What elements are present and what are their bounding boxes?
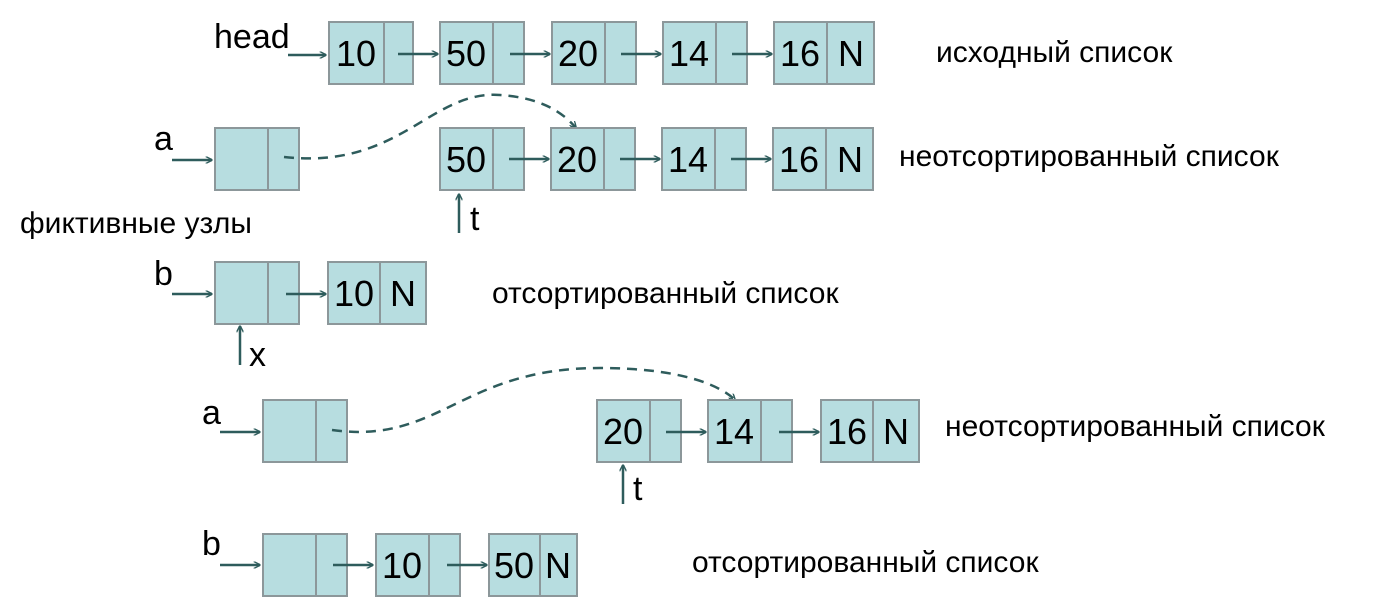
node-value: 10 (336, 33, 376, 74)
caption-unsorted-list: неотсортированный список (899, 140, 1280, 173)
node-5: 16 N (773, 21, 875, 85)
b-pointer-label: b (154, 255, 173, 293)
node-value: 50 (446, 139, 486, 180)
head-pointer-label: head (214, 18, 290, 56)
node-value: 20 (603, 411, 643, 452)
a-pointer-label: a (154, 120, 173, 158)
dummy-node-b (214, 261, 300, 325)
node-10-null: 10 N (327, 261, 427, 325)
node-value: 20 (558, 33, 598, 74)
node-3: 20 (551, 21, 637, 85)
null-marker: N (883, 411, 909, 452)
node-50-null: 50 N (488, 533, 578, 597)
t-marker-label: t (470, 200, 480, 238)
node-value: 16 (827, 411, 867, 452)
null-marker: N (837, 139, 863, 180)
node-value: 50 (494, 545, 534, 586)
row-unsorted-list-1: a 50 20 14 16 N (154, 93, 1280, 238)
a-pointer-label: a (202, 394, 221, 432)
b-pointer-label: b (202, 525, 221, 563)
node-value: 20 (557, 139, 597, 180)
node-14: 14 (707, 399, 793, 463)
t-marker-label: t (633, 470, 643, 508)
x-marker-label: x (249, 336, 266, 374)
caption-unsorted-list: неотсортированный список (945, 410, 1326, 443)
caption-dummy-nodes: фиктивные узлы (20, 207, 252, 240)
node-value: 16 (780, 33, 820, 74)
row-original-list: head 10 50 20 14 16 (214, 18, 1173, 85)
caption-sorted-list: отсортированный список (692, 546, 1039, 579)
node-16-null: 16 N (772, 127, 874, 191)
dummy-node-a (214, 127, 300, 191)
node-value: 14 (669, 33, 709, 74)
node-value: 14 (714, 411, 754, 452)
caption-original-list: исходный список (936, 36, 1173, 69)
node-value: 16 (779, 139, 819, 180)
node-16-null: 16 N (820, 399, 920, 463)
null-marker: N (838, 33, 864, 74)
caption-sorted-list: отсортированный список (492, 277, 839, 310)
dummy-node-a (262, 399, 348, 463)
row-sorted-list-1: b 10 N x отсортированный список (154, 255, 839, 374)
node-value: 14 (668, 139, 708, 180)
null-marker: N (390, 273, 416, 314)
dummy-link-arrow (283, 93, 576, 160)
node-value: 50 (446, 33, 486, 74)
null-marker: N (545, 545, 571, 586)
node-value: 10 (382, 545, 422, 586)
row-sorted-list-2: b 10 50 N отсортированный список (202, 525, 1039, 597)
node-10: 10 (375, 533, 461, 597)
node-value: 10 (334, 273, 374, 314)
row-unsorted-list-2: a 20 14 16 N t неотсортированный список (202, 366, 1326, 508)
dummy-link-arrow (331, 366, 735, 434)
